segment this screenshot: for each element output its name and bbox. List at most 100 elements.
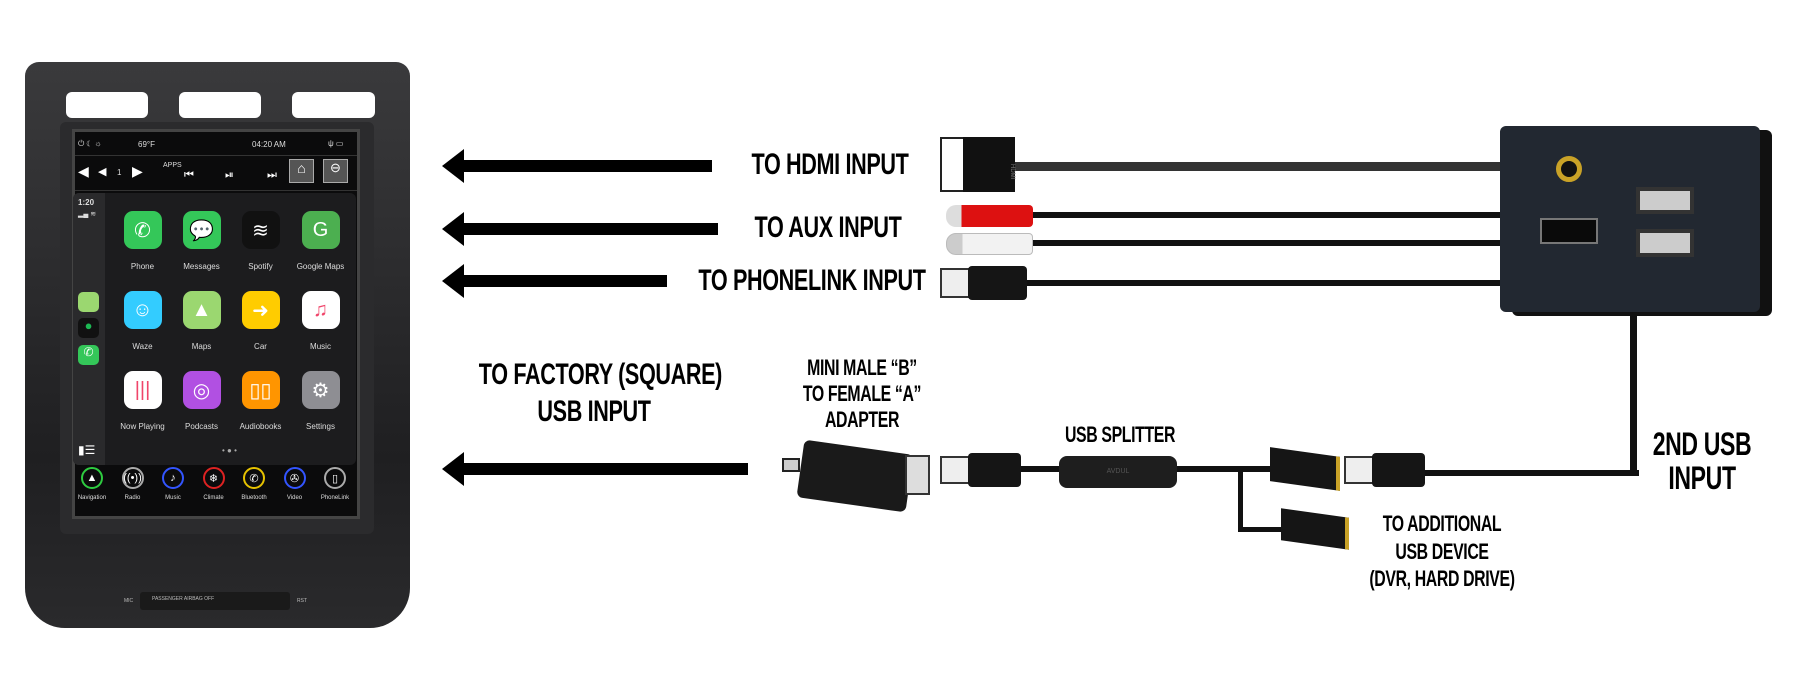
arrow-factory-usb <box>442 452 748 486</box>
signal-wifi-icon: ▂▄ ≋ <box>78 211 97 218</box>
label-hdmi: TO HDMI INPUT <box>751 148 909 181</box>
app-now-playing[interactable]: |||Now Playing <box>120 371 165 431</box>
usb-female-connector <box>1270 447 1340 491</box>
app-label: Now Playing <box>120 422 165 431</box>
app-label: Phone <box>130 262 155 271</box>
label-factory-2: USB INPUT <box>537 395 651 428</box>
app-maps[interactable]: ▲Maps <box>180 291 223 351</box>
podcasts-icon: ◎ <box>182 371 221 409</box>
music-icon: ♫ <box>301 291 340 329</box>
app-phone[interactable]: ✆ Phone <box>121 211 164 271</box>
aux-jack <box>1556 156 1582 182</box>
phonelink-usb-plug <box>968 266 1027 300</box>
maps-icon: ▲ <box>182 291 221 329</box>
label-2nd-usb-1: 2ND USB <box>1652 426 1752 462</box>
google-maps-icon: G <box>301 211 340 249</box>
hdmi-plug-tip <box>940 137 965 192</box>
app-car[interactable]: ➜ Car <box>239 291 282 351</box>
aux-red-cable <box>1030 212 1505 218</box>
dashboard-toggle-icon[interactable]: ▮☰ <box>78 443 96 457</box>
air-vent <box>292 92 375 118</box>
spotify-icon: ≋ <box>241 211 280 249</box>
prev-arrow-icon[interactable]: ◀ <box>78 163 89 179</box>
app-waze[interactable]: ☺Waze <box>121 291 164 351</box>
settings-icon: ⚙ <box>301 371 340 409</box>
label-additional-3: (DVR, HARD DRIVE) <box>1369 566 1515 591</box>
app-label: Google Maps <box>296 262 345 271</box>
usb-splitter: AVDUL <box>1059 456 1177 488</box>
adapter-female-port <box>905 455 930 495</box>
airbag-label: PASSENGER AIRBAG OFF <box>152 596 215 602</box>
app-label: Settings <box>306 422 335 431</box>
app-spotify[interactable]: ≋ Spotify <box>239 211 282 271</box>
app-audiobooks[interactable]: ▯▯Audiobooks <box>239 371 282 431</box>
app-settings[interactable]: ⚙ Settings <box>299 371 342 431</box>
app-google-maps[interactable]: G Google Maps <box>297 211 344 271</box>
carplay-clock: 1:20 <box>78 198 95 207</box>
mic-label: MIC <box>124 598 134 604</box>
dock-navigation[interactable]: ▲Navigation <box>74 467 110 501</box>
dash-input-panel <box>1500 126 1760 312</box>
dock-video[interactable]: ✇Video <box>277 467 313 501</box>
label-factory-1: TO FACTORY (SQUARE) <box>478 358 723 391</box>
phone-icon: ✆ <box>123 211 162 249</box>
car-icon: ➜ <box>241 291 280 329</box>
dock-label: Radio <box>124 495 141 501</box>
label-2nd-usb-2: INPUT <box>1668 460 1736 496</box>
reset-label[interactable]: RST <box>297 598 307 604</box>
dock-label: Music <box>165 495 181 501</box>
power-icon[interactable]: ⏻ ☾ ☼ <box>78 139 102 148</box>
air-vent <box>66 92 148 118</box>
second-usb-cable <box>1425 470 1639 476</box>
climate-icon: ❄ <box>202 467 225 489</box>
sidebar-spotify-icon[interactable]: ● <box>78 318 99 338</box>
second-usb-male-plug <box>1372 453 1425 487</box>
dock-bluetooth[interactable]: ✆Bluetooth <box>236 467 272 501</box>
usb-port <box>1636 229 1694 257</box>
home-button[interactable]: ⌂ <box>289 159 314 183</box>
label-additional-1: TO ADDITIONAL <box>1382 511 1502 536</box>
phonelink-cable <box>1025 280 1615 286</box>
dock-label: Bluetooth <box>241 495 267 501</box>
app-music[interactable]: ♫ Music <box>299 291 342 351</box>
splitter-cable-b2 <box>1238 527 1283 532</box>
play-pause-icon[interactable]: ⏯ <box>225 169 234 181</box>
sidebar-maps-icon[interactable] <box>78 292 99 312</box>
label-adapter-2: TO FEMALE “A” <box>802 381 922 406</box>
label-adapter-1: MINI MALE “B” <box>807 355 917 380</box>
messages-icon: 💬 <box>182 211 221 249</box>
arrow-phonelink <box>442 264 667 298</box>
control-bar <box>75 155 357 191</box>
dock-label: Climate <box>203 495 224 501</box>
dock-climate[interactable]: ❄ Climate <box>196 467 232 501</box>
dock-phonelink[interactable]: ▯PhoneLink <box>317 467 353 501</box>
app-label: Car <box>254 342 267 351</box>
label-aux: TO AUX INPUT <box>754 211 902 244</box>
hdmi-cable <box>1015 162 1505 171</box>
music-icon: ♪ <box>162 467 184 489</box>
phonelink-icon: ▯ <box>324 467 346 489</box>
back-button[interactable]: ⊖ <box>323 159 348 183</box>
app-label: Music <box>310 342 331 351</box>
additional-usb-female-connector <box>1281 508 1349 550</box>
navigation-icon: ▲ <box>81 467 103 489</box>
page-dots: • ● • <box>222 446 237 455</box>
second-usb-cable-vertical <box>1630 296 1637 476</box>
app-label: Spotify <box>248 262 273 271</box>
skip-back-icon[interactable]: ⏮ <box>184 169 194 181</box>
volume-icon[interactable]: ◀ <box>98 166 107 178</box>
app-messages[interactable]: 💬Messages <box>180 211 223 271</box>
usb-port <box>1636 187 1694 214</box>
skip-forward-icon[interactable]: ⏭ <box>267 169 277 181</box>
sidebar-phone-icon[interactable]: ✆ <box>78 345 99 365</box>
dock-radio[interactable]: ((•))Radio <box>115 467 151 501</box>
temperature: 69°F <box>138 140 155 149</box>
splitter-cable-b <box>1238 470 1243 532</box>
mini-b-tip <box>782 458 800 472</box>
dock-music[interactable]: ♪ Music <box>155 467 191 501</box>
app-podcasts[interactable]: ◎Podcasts <box>180 371 223 431</box>
label-adapter-3: ADAPTER <box>824 407 900 432</box>
hdmi-port <box>1540 218 1598 244</box>
apps-button[interactable]: APPS <box>163 162 182 169</box>
next-arrow-icon[interactable]: ▶ <box>132 163 143 179</box>
